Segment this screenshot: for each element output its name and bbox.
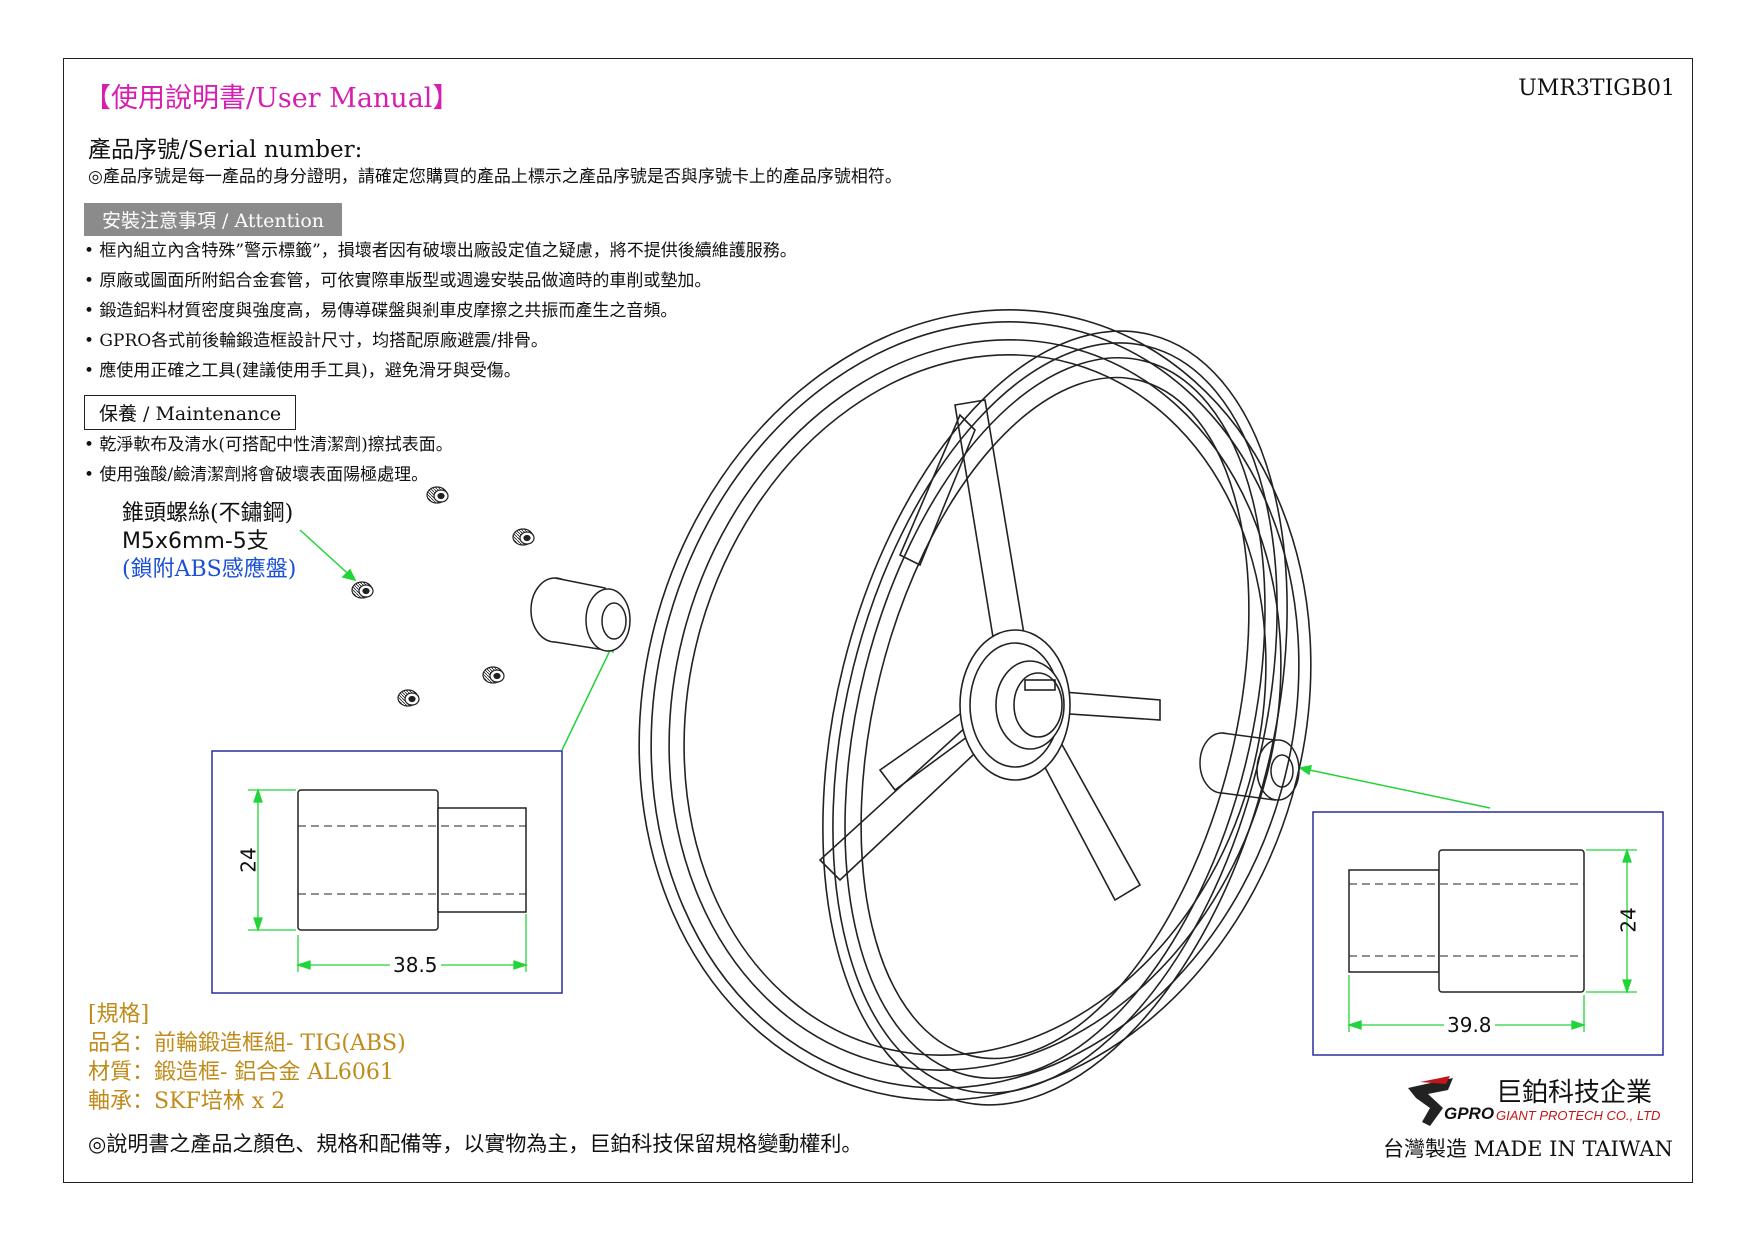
screw-callout: 錐頭螺絲(不鏽鋼) M5x6mm-5支 (鎖附ABS感應盤) bbox=[122, 500, 296, 584]
logo-text: GPRO bbox=[1444, 1104, 1495, 1123]
spec-product: 品名：前輪鍛造框組- TIG(ABS) bbox=[88, 1031, 406, 1056]
screw-icon bbox=[351, 486, 535, 707]
attention-item: • 鍛造鋁料材質密度與強度高，易傳導碟盤與剎車皮摩擦之共振而產生之音頻。 bbox=[84, 301, 678, 321]
maintenance-item: • 乾淨軟布及清水(可搭配中性清潔劑)擦拭表面。 bbox=[84, 435, 453, 455]
document-code: UMR3TIGB01 bbox=[1518, 76, 1675, 101]
serial-label: 產品序號/Serial number: bbox=[88, 137, 363, 163]
maintenance-item: • 使用強酸/鹼清潔劑將會破壞表面陽極處理。 bbox=[84, 465, 429, 485]
company-name-en: GIANT PROTECH CO., LTD bbox=[1496, 1108, 1661, 1123]
attention-item: • GPRO各式前後輪鍛造框設計尺寸，均搭配原廠避震/排骨。 bbox=[84, 331, 548, 351]
gpro-logo-icon bbox=[1408, 1076, 1453, 1126]
right-height-dimension: 24 bbox=[1616, 907, 1641, 933]
attention-heading: 安裝注意事項 / Attention bbox=[84, 203, 343, 236]
screw-note: (鎖附ABS感應盤) bbox=[122, 557, 297, 582]
spec-block: [規格] 品名：前輪鍛造框組- TIG(ABS) 材質：鍛造框- 鋁合金 AL6… bbox=[88, 1000, 406, 1116]
spec-bearing: 軸承：SKF培林 x 2 bbox=[88, 1089, 286, 1114]
company-name-cn: 巨鉑科技企業 bbox=[1496, 1078, 1653, 1108]
left-spacer-detail bbox=[211, 750, 563, 994]
right-spacer-drawing bbox=[1199, 732, 1300, 801]
right-length-dimension: 39.8 bbox=[1444, 1013, 1495, 1037]
left-spacer-drawing bbox=[530, 577, 631, 652]
rights-note: ◎說明書之產品之顏色、規格和配備等，以實物為主，巨鉑科技保留規格變動權利。 bbox=[88, 1132, 863, 1156]
attention-item: • 原廠或圖面所附鋁合金套管，可依實際車版型或週邊安裝品做適時的車削或墊加。 bbox=[84, 271, 712, 291]
screw-name: 錐頭螺絲(不鏽鋼) bbox=[122, 501, 294, 526]
right-spacer-detail bbox=[1312, 811, 1664, 1056]
left-length-dimension: 38.5 bbox=[390, 953, 441, 977]
attention-item: • 框內組立內含特殊”警示標籤”，損壞者因有破壞出廠設定值之疑慮，將不提供後續維… bbox=[84, 241, 797, 261]
maintenance-heading: 保養 / Maintenance bbox=[84, 395, 297, 430]
screw-size: M5x6mm-5支 bbox=[122, 529, 269, 554]
left-height-dimension: 24 bbox=[236, 847, 261, 873]
manual-title: 【使用說明書/User Manual】 bbox=[84, 83, 460, 114]
spec-heading: [規格] bbox=[88, 1002, 150, 1027]
spec-material: 材質：鍛造框- 鋁合金 AL6061 bbox=[88, 1060, 394, 1085]
wheel-drawing bbox=[638, 309, 1312, 1106]
serial-note: ◎產品序號是每一產品的身分證明，請確定您購買的產品上標示之產品序號是否與序號卡上… bbox=[88, 167, 902, 187]
attention-item: • 應使用正確之工具(建議使用手工具)，避免滑牙與受傷。 bbox=[84, 361, 521, 381]
document-frame bbox=[63, 58, 1693, 1183]
made-in-label: 台灣製造 MADE IN TAIWAN bbox=[1383, 1137, 1673, 1161]
